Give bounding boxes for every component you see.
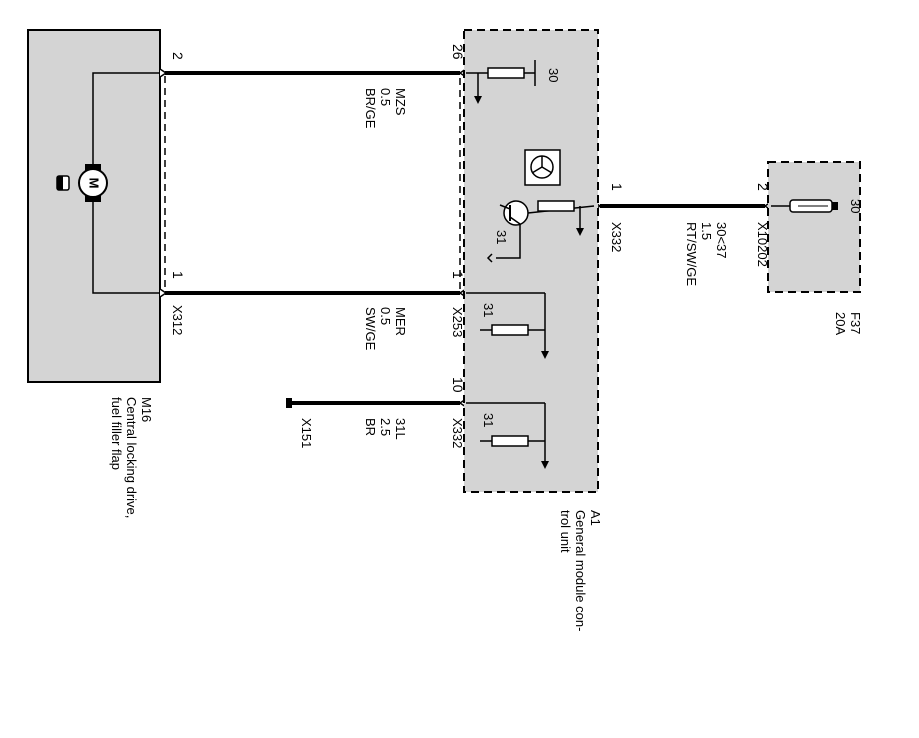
a1-internal-30 [466,60,536,104]
a1-pin26-label: 26 [450,44,466,60]
connector-x312: X312 [170,305,185,335]
a1-name-line1: General module con- [573,510,588,631]
term-31-transistor-label: 31 [494,230,509,244]
f37-box [767,161,861,293]
wire-mer-name: MER [393,307,408,336]
wire-mzs-color: BR/GE [363,88,378,129]
term-30-label: 30 [546,68,561,82]
a1-pin1-right-label: 1 [609,183,625,191]
connector-x332-bottom: X332 [450,418,465,448]
m16-internal-line-top [92,72,165,165]
a1-box [463,29,599,493]
m16-name-line2: fuel filler flap [109,397,124,470]
wire-gnd-name: 31L [393,418,408,440]
wire-mer-color: SW/GE [363,307,378,351]
transistor-icon [486,200,595,263]
control-unit-symbol-icon [524,149,561,186]
a1-pin10-label: 10 [450,377,466,393]
a1-internal-mer [466,292,549,359]
term-31-mer-label: 31 [481,303,496,317]
connector-x253: X253 [450,307,465,337]
wire-gnd-color: BR [363,418,378,436]
wire-supply-name: 30<37 [714,222,729,259]
term-31-gnd-label: 31 [481,413,496,427]
f37-rating: 20A [833,312,848,335]
f37-terminal-label: 30 [848,199,863,213]
a1-id: A1 [588,510,603,526]
ground-terminal-icon [286,398,292,408]
wire-mzs-name: MZS [393,88,408,116]
a1-name-line2: trol unit [558,510,573,553]
connector-x10202: X10202 [755,222,770,267]
m16-internal-line-bottom [92,200,165,294]
m16-pin1-label: 1 [170,271,186,279]
m16-box [27,29,161,383]
wire-mer-size: 0.5 [378,307,393,325]
connector-x332-top: X332 [609,222,624,252]
connector-dashed-frame [164,72,461,294]
motor-symbol-label: M [87,178,102,189]
wire-supply-size: 1.5 [699,222,714,240]
connector-x151: X151 [299,418,314,448]
fuse-icon [771,199,838,213]
f37-id: F37 [848,312,863,334]
motor-icon: M [78,164,108,202]
wire-supply-color: RT/SW/GE [684,222,699,286]
f37-pin2-label: 2 [755,183,771,191]
m16-id: M16 [139,397,154,422]
fuel-flap-icon [56,175,70,191]
a1-pin1-left-label: 1 [450,271,466,279]
wire-gnd-size: 2.5 [378,418,393,436]
m16-pin2-label: 2 [170,52,186,60]
m16-name-line1: Central locking drive, [124,397,139,518]
wire-mzs-size: 0.5 [378,88,393,106]
a1-internal-gnd [466,402,549,469]
